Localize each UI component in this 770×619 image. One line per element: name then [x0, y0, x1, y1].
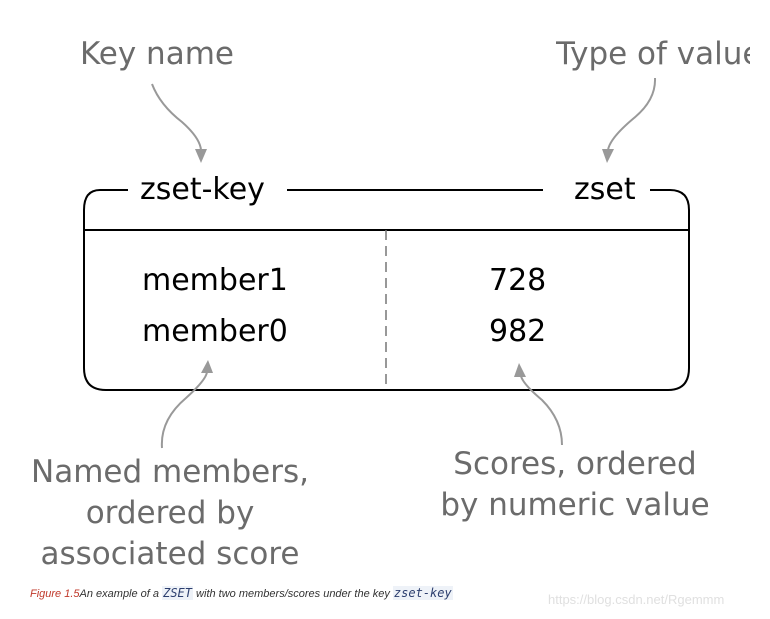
caption-code-zset: ZSET — [162, 586, 193, 600]
caption-text: with two members/scores under the key — [193, 588, 393, 600]
key-name-arrow — [151, 83, 202, 151]
member-cell: member1 — [142, 263, 288, 298]
member-cell: member0 — [142, 314, 288, 349]
zset-key-label: zset-key — [140, 172, 265, 207]
named-members-annotation: Named members, ordered by associated sco… — [31, 454, 309, 572]
caption-code-key: zset-key — [392, 586, 453, 600]
members-arrowhead — [201, 360, 213, 373]
watermark: https://blog.csdn.net/Rgemmm — [548, 592, 725, 607]
scores-annotation: Scores, ordered by numeric value — [440, 446, 710, 523]
scores-arrow — [520, 375, 563, 446]
score-cell: 982 — [489, 314, 547, 349]
members-arrow — [160, 371, 208, 449]
figure-caption: Figure 1.5An example of a ZSET with two … — [30, 586, 453, 600]
type-arrow — [607, 77, 657, 151]
type-of-value-annotation: Type of value — [556, 36, 750, 72]
type-arrowhead — [602, 149, 614, 163]
zset-box-outline — [83, 189, 690, 391]
caption-text: An example of a — [79, 588, 163, 600]
key-name-annotation: Key name — [80, 36, 234, 72]
scores-arrowhead — [514, 363, 526, 377]
zset-type-label: zset — [574, 172, 636, 207]
key-name-arrowhead — [195, 149, 207, 163]
caption-figure-number: Figure 1.5 — [30, 588, 80, 600]
score-cell: 728 — [489, 263, 547, 298]
